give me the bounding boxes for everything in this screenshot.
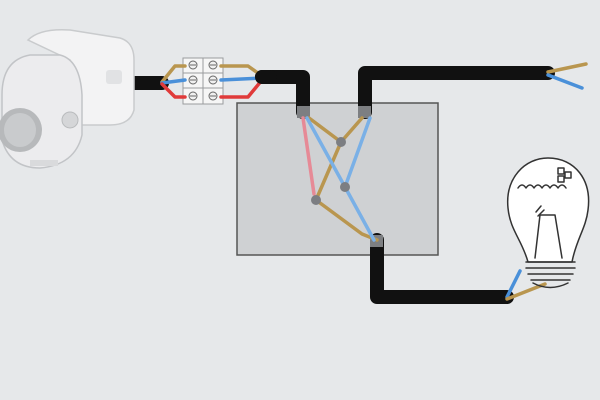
screw-terminal-icon	[182, 57, 224, 105]
red-wire	[160, 82, 187, 99]
brown-wire	[160, 64, 187, 84]
junction-node	[336, 137, 346, 147]
sensor-wires	[160, 64, 187, 99]
red-wire	[219, 78, 264, 99]
blue-wire	[505, 269, 522, 299]
brown-wire	[505, 282, 547, 301]
terminal-to-cable-wires	[219, 64, 277, 99]
incandescent-bulb-icon	[507, 157, 590, 289]
mains-cable	[358, 66, 555, 119]
red-wire-inside	[301, 116, 316, 196]
brown-to-lamp-wire	[314, 140, 379, 242]
blue-to-lamp-wire	[343, 185, 376, 242]
junction-box	[236, 102, 439, 256]
blue-wire	[160, 78, 187, 85]
junction-node	[311, 195, 321, 205]
wire-junctions	[311, 137, 350, 205]
cable-end-icon	[546, 62, 588, 90]
brown-wire	[546, 62, 588, 74]
motion-sensor-icon	[0, 28, 135, 169]
lamp-wires	[505, 269, 547, 301]
lamp-cable	[370, 233, 514, 304]
junction-node	[340, 182, 350, 192]
blue-wire	[546, 73, 584, 90]
